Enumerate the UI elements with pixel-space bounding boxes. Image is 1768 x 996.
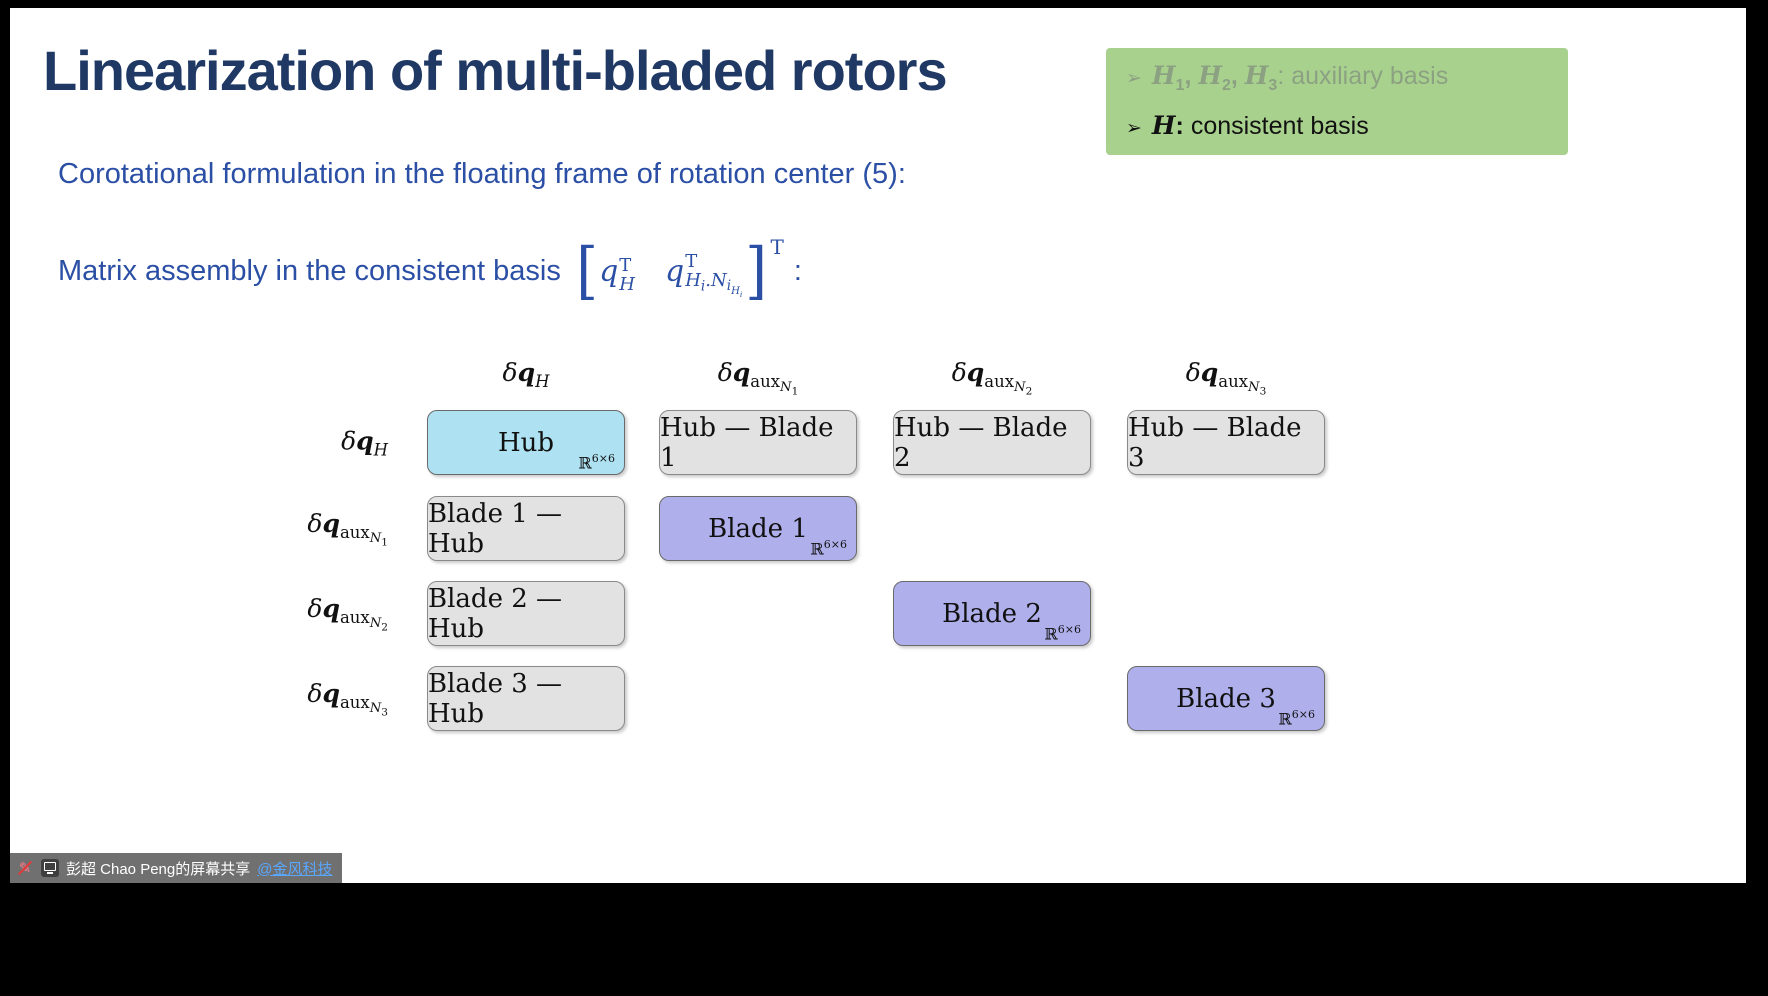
intro-text: Corotational formulation in the floating…: [58, 158, 906, 190]
col-header-qauxN3: δqauxN3: [1185, 358, 1267, 398]
assembly-prefix: Matrix assembly in the consistent basis: [58, 254, 561, 287]
legend-list: ➢H1, H2, H3: auxiliary basis➢H: consiste…: [1106, 56, 1568, 149]
arrow-bullet-icon: ➢: [1126, 68, 1142, 89]
matrix-cell-label: Blade 2 — Hub: [428, 583, 563, 644]
col-header-qH: δqH: [502, 358, 550, 391]
matrix-diagram: δqH δqauxN1 δqauxN2 δqauxN3 δqH δqauxN1 δqauxN…: [10, 8, 1768, 996]
matrix-cell-r1c0: Blade 1 — Hub: [427, 496, 625, 561]
presentation-slide: Linearization of multi-bladed rotors ➢H1…: [10, 8, 1746, 883]
arrow-bullet-icon: ➢: [1126, 118, 1142, 139]
legend-item-1: ➢H: consistent basis: [1120, 106, 1554, 149]
row-header-qauxN2: δqauxN2: [307, 593, 388, 634]
row-header-qauxN1: δqauxN1: [307, 508, 388, 549]
matrix-cell-r0c1: Hub — Blade 1: [659, 410, 857, 475]
company-link[interactable]: @金风科技: [257, 860, 333, 878]
row-header-qH: δqH: [341, 426, 388, 459]
screen-share-icon: [41, 859, 59, 877]
matrix-cell-label: Blade 3 — Hub: [428, 668, 563, 729]
slide-title: Linearization of multi-bladed rotors: [43, 39, 948, 102]
matrix-cell-label: Hub — Blade 2: [894, 412, 1068, 473]
legend-item-0: ➢H1, H2, H3: auxiliary basis: [1120, 56, 1554, 106]
matrix-cell-label: Blade 3: [1176, 683, 1276, 714]
matrix-cell-label: Hub — Blade 3: [1128, 412, 1302, 473]
matrix-cell-r3c0: Blade 3 — Hub: [427, 666, 625, 731]
matrix-cell-r2c0: Blade 2 — Hub: [427, 581, 625, 646]
dimension-label: ℝ6×6: [1044, 622, 1081, 643]
matrix-cell-r0c2: Hub — Blade 2: [893, 410, 1091, 475]
matrix-cell-label: Blade 2: [942, 598, 1042, 629]
matrix-cell-label: Blade 1 — Hub: [428, 498, 563, 559]
screen-share-toast: ✎ 彭超 Chao Peng的屏幕共享 @金风科技: [10, 853, 343, 883]
row-header-qauxN3: δqauxN3: [307, 678, 388, 719]
col-header-qauxN2: δqauxN2: [951, 358, 1033, 398]
assembly-line: Matrix assembly in the consistent basis …: [58, 232, 802, 310]
assembly-suffix: :: [793, 254, 802, 287]
annotation-off-icon: ✎: [16, 859, 34, 877]
dimension-label: ℝ6×6: [1278, 707, 1315, 728]
matrix-cell-label: Blade 1: [708, 513, 808, 544]
matrix-cell-r0c3: Hub — Blade 3: [1127, 410, 1325, 475]
legend-box: ➢H1, H2, H3: auxiliary basis➢H: consiste…: [1106, 48, 1568, 155]
matrix-cell-label: Hub — Blade 1: [660, 412, 834, 473]
dimension-label: ℝ6×6: [810, 537, 847, 558]
screen-share-label: 彭超 Chao Peng的屏幕共享: [66, 860, 251, 878]
matrix-cell-label: Hub: [497, 427, 555, 458]
dimension-label: ℝ6×6: [578, 451, 615, 472]
col-header-qauxN1: δqauxN1: [717, 358, 799, 398]
